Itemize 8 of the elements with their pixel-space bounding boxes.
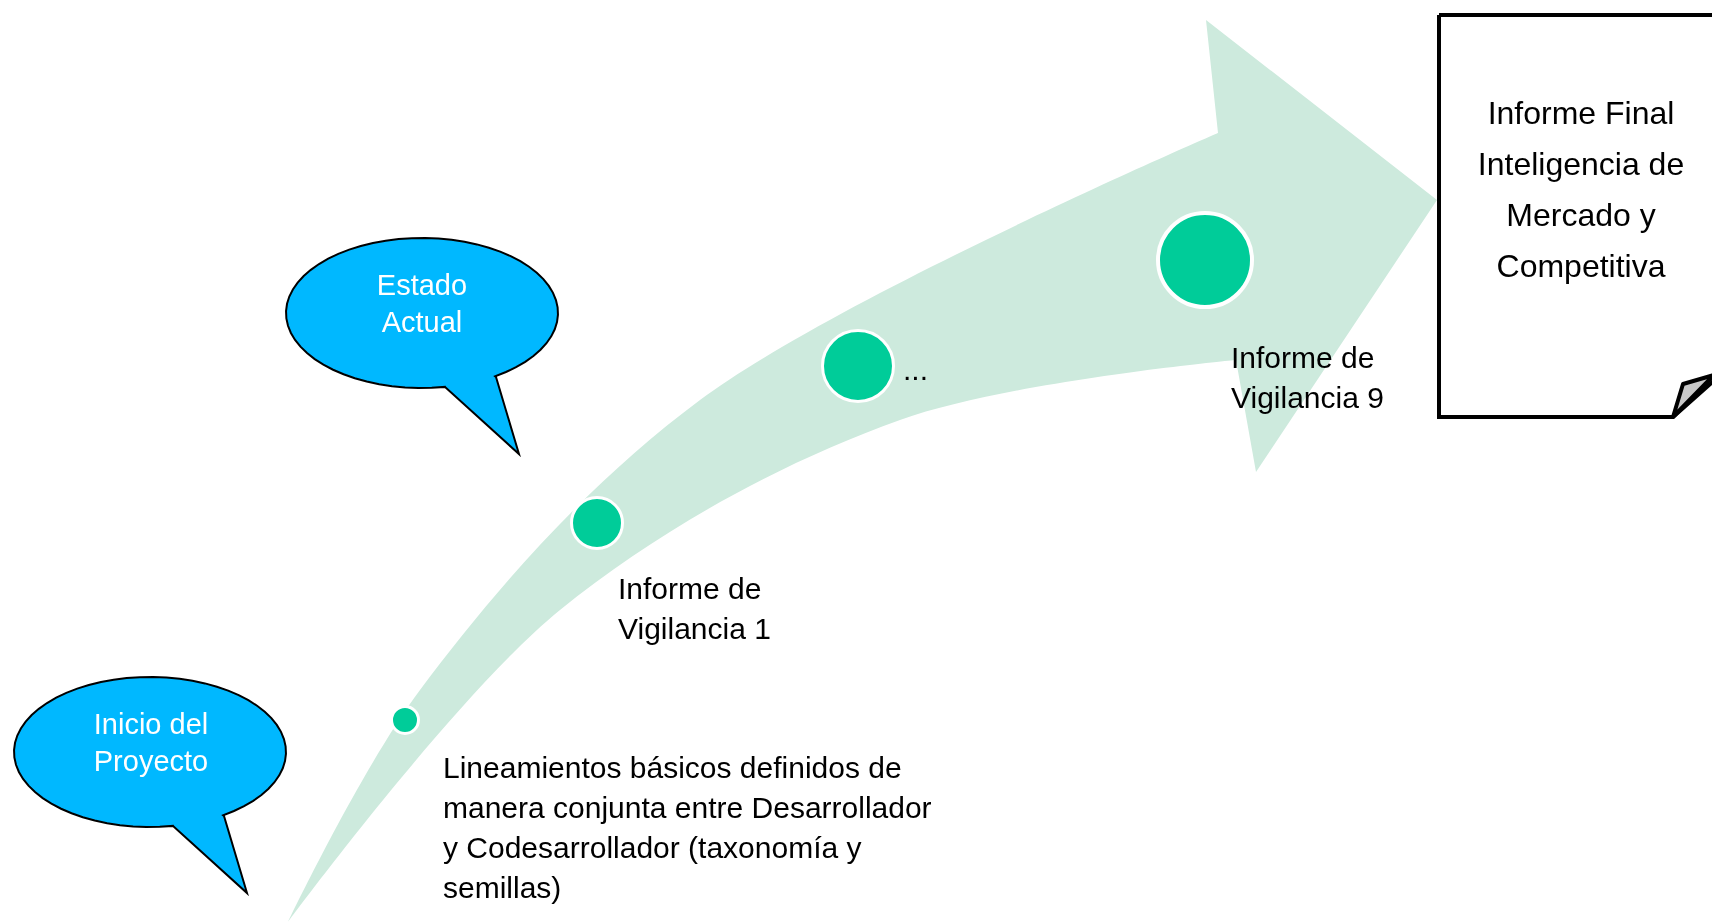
document-title: Informe Final Inteligencia de Mercado y Competitiva — [1476, 94, 1686, 286]
milestone-label: Informe de Vigilancia 9 — [1231, 340, 1385, 416]
milestone-label: Informe de Vigilancia 1 — [618, 571, 772, 647]
milestone-label: Lineamientos básicos definidos de manera conjunta entre Desarrollador y Codesarrollador (taxonomía y semillas) — [443, 750, 933, 906]
bubble-text: Estado Actual — [375, 268, 469, 340]
milestone-label: ... — [903, 352, 929, 388]
curved-block-arrow — [288, 20, 1437, 922]
bubble-text: Inicio del Proyecto — [92, 707, 210, 779]
